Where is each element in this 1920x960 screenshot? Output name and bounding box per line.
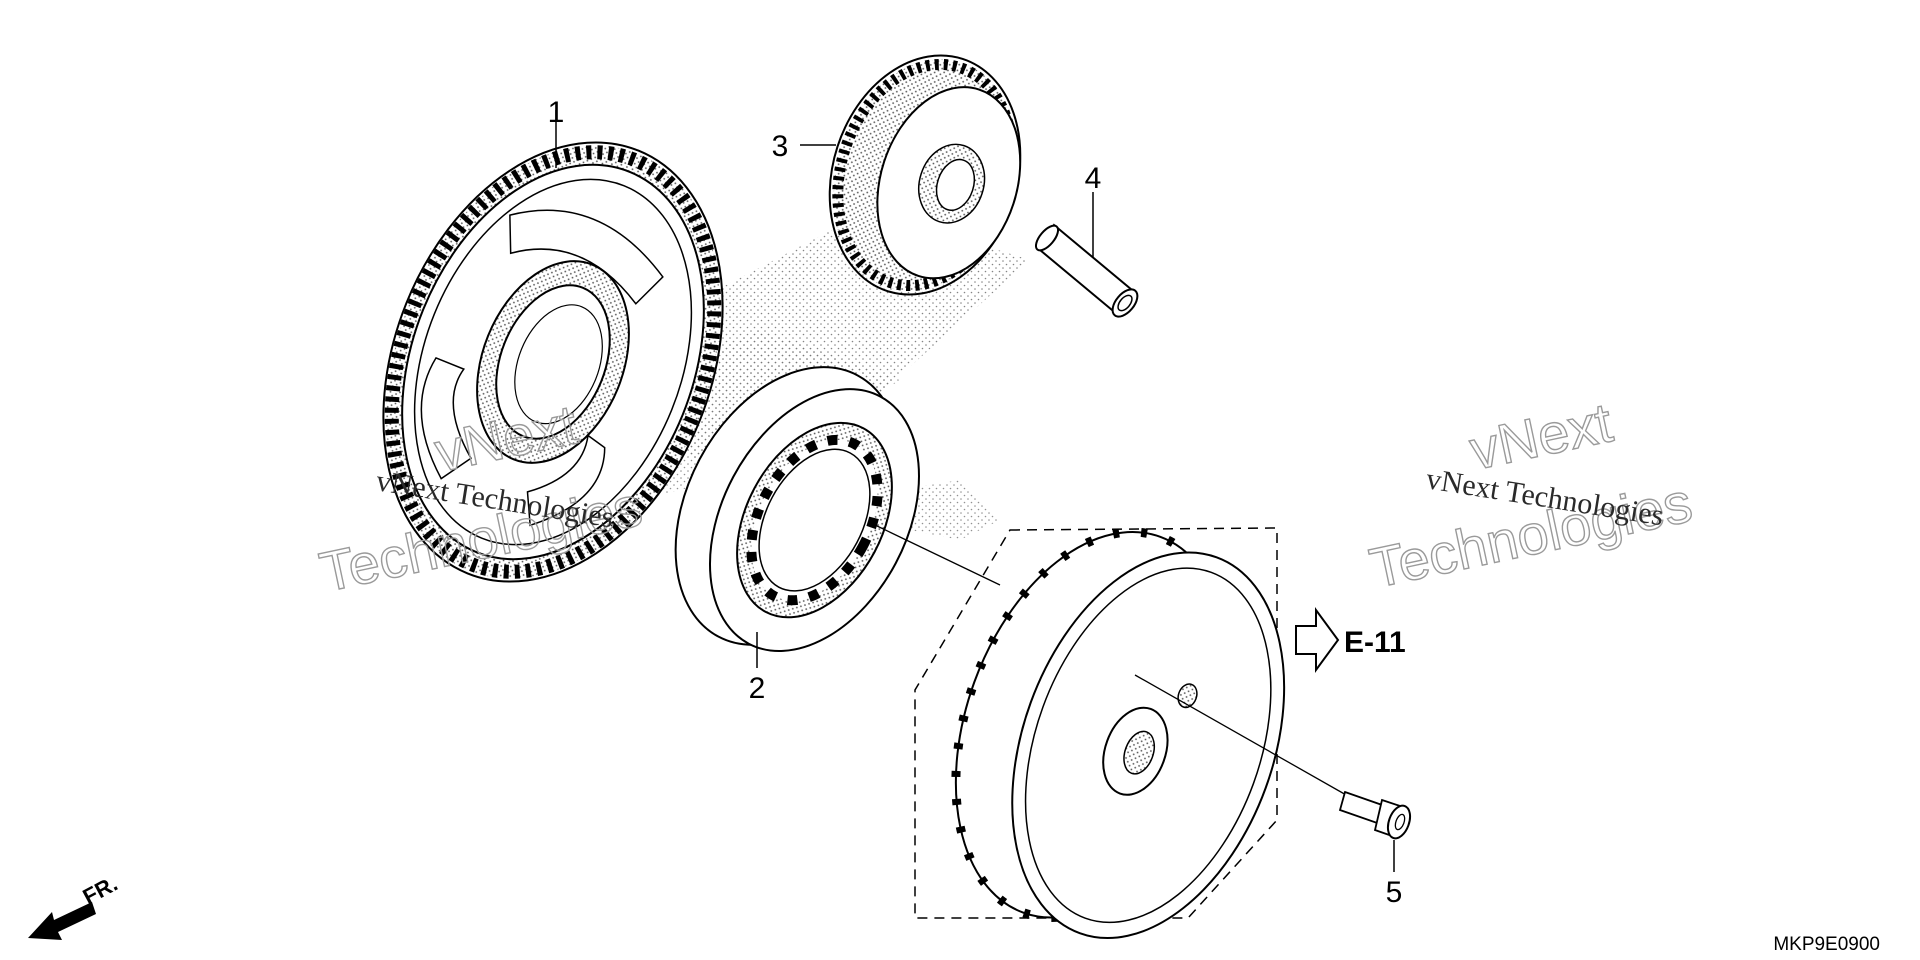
callout-2: 2	[749, 672, 766, 705]
front-arrow-icon	[28, 902, 96, 940]
one-way-clutch-icon	[674, 366, 920, 653]
driven-gear-icon	[382, 141, 724, 583]
callout-1: 1	[548, 96, 565, 129]
assembly-boundary	[914, 527, 1278, 919]
bolt-icon	[1338, 790, 1412, 840]
diagram-code: MKP9E0900	[1773, 934, 1880, 955]
callout-5: 5	[1386, 876, 1403, 909]
front-label: FR.	[79, 871, 122, 910]
idle-gear-icon	[828, 54, 1022, 296]
reference-arrow-icon	[1295, 606, 1340, 674]
reference-label: E-11	[1344, 626, 1406, 659]
callout-3: 3	[772, 130, 789, 163]
callout-4: 4	[1085, 162, 1102, 195]
shaft-icon	[1034, 223, 1139, 318]
watermark-right: Technologies vNext vNext Technologies	[1364, 390, 1698, 601]
flywheel-icon	[951, 527, 1286, 940]
svg-text:vNext: vNext	[1464, 390, 1618, 481]
